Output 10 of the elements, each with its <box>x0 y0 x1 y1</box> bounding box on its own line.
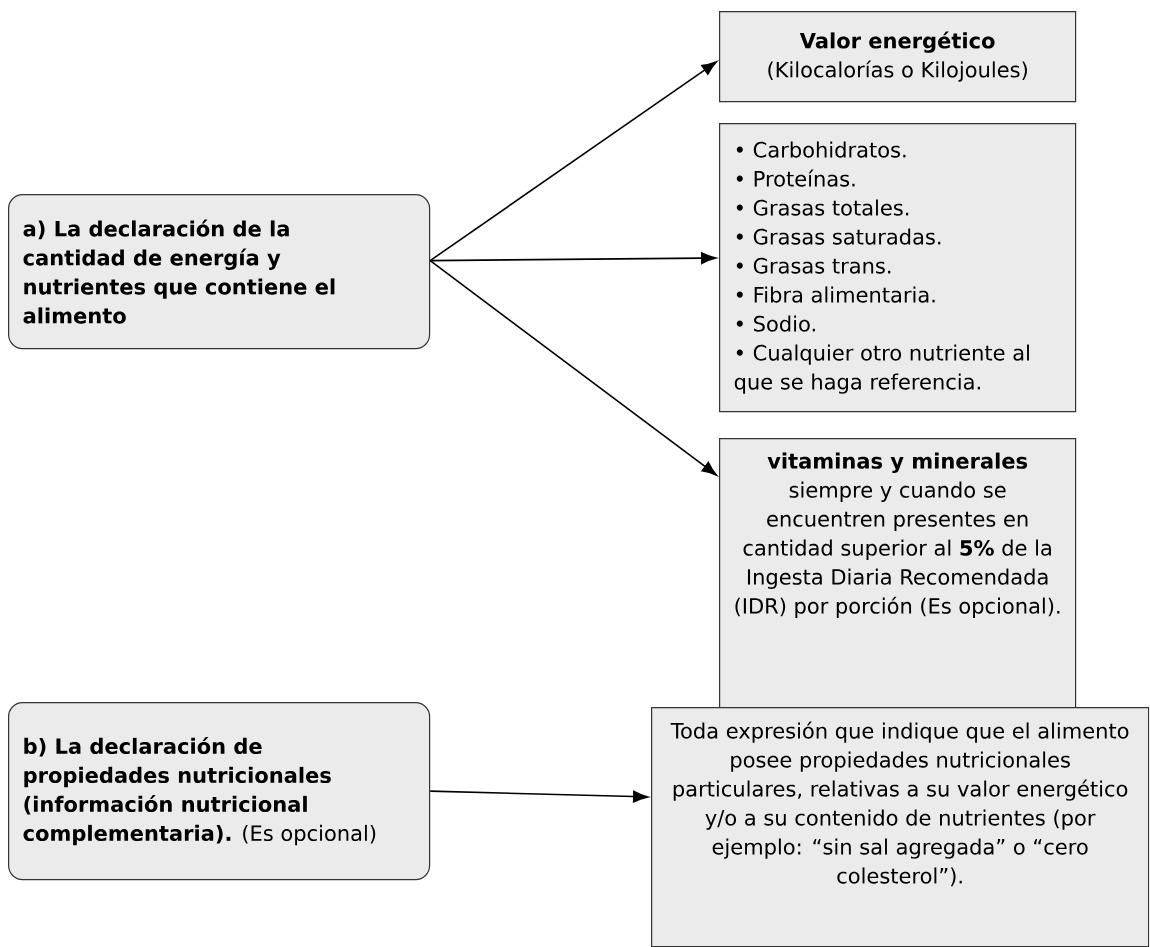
topic-box: a) La declaración de la cantidad de energía y nutrientes que contiene el alimento <box>8 194 431 350</box>
list-box: • Carbohidratos. • Proteínas. • Grasas totales. • Grasas saturadas. • Grasas trans. • Fibra alimentaria. • Sodio. • Cualquier otro nutriente al que se haga referencia. <box>719 123 1077 413</box>
arrow <box>429 259 718 476</box>
content-box: Toda expresión que indique que el alimento posee propiedades nutricionales particulares, relativas a su valor energético y/o a su contenido de nutrientes (por ejemplo: “sin sal agregada” o “cero colesterol”). <box>651 707 1150 947</box>
arrow <box>429 252 717 265</box>
arrow <box>429 61 717 262</box>
content-box: Valor energético (Kilocalorías o Kilojoules) <box>719 11 1077 103</box>
content-box: vitaminas y minerales siempre y cuando se encuentren presentes en cantidad superior al 5% de la Ingesta Diaria Recomendada (IDR) por porción (Es opcional). <box>719 438 1077 709</box>
arrow <box>429 790 649 803</box>
topic-box: b) La declaración de propiedades nutricionales (información nutricional complementaria). (Es opcional) <box>8 702 431 881</box>
